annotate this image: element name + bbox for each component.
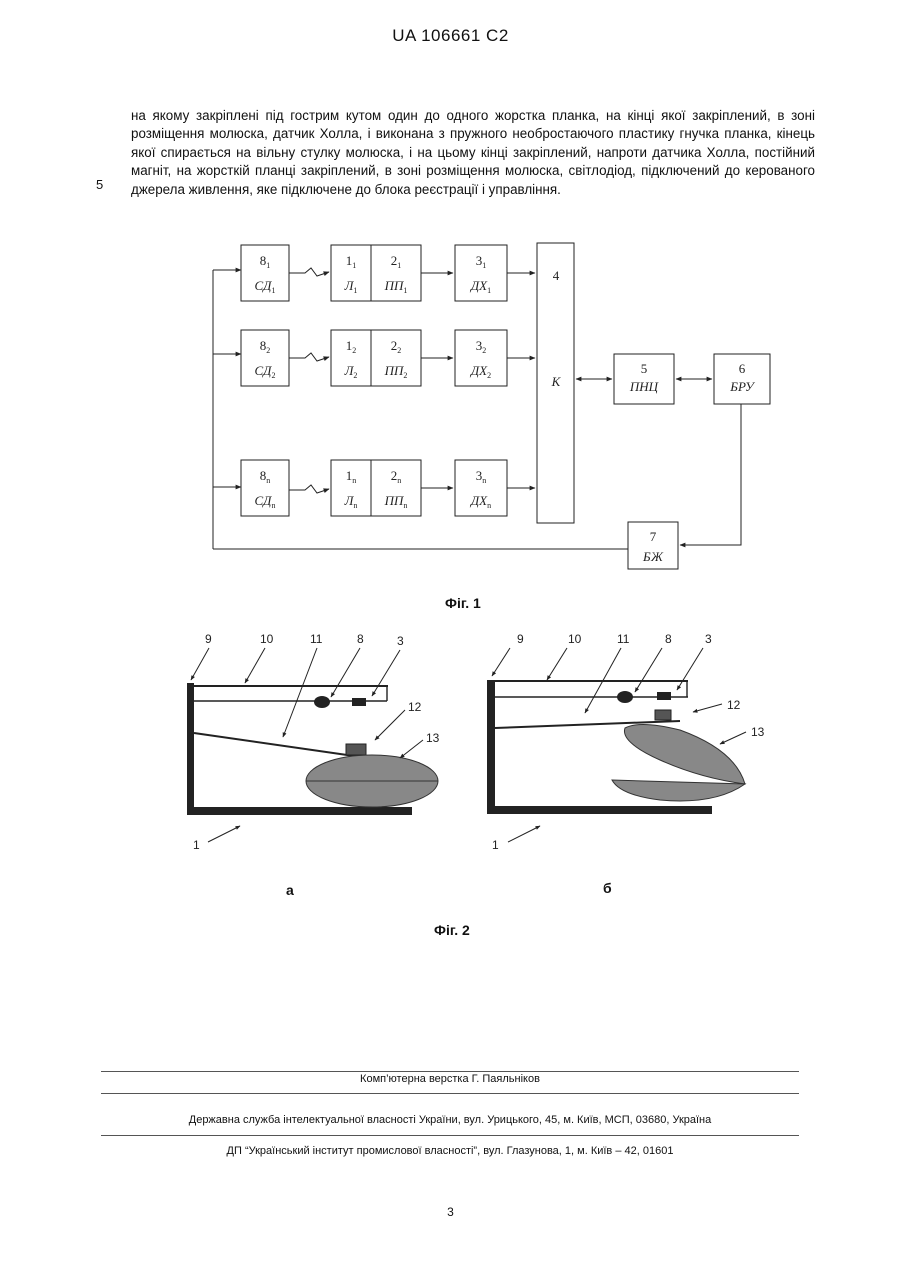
footer-agency: Державна служба інтелектуальної власност… xyxy=(101,1114,799,1126)
label-8-a: 8 xyxy=(357,632,364,646)
label-1-a: 1 xyxy=(193,838,200,852)
figure-2a-label: а xyxy=(286,882,294,898)
label-13-b: 13 xyxy=(751,725,765,739)
figure-2b-label: б xyxy=(603,880,612,896)
mollusk-shell-open-b xyxy=(624,724,745,784)
label-13-a: 13 xyxy=(426,731,440,745)
magnet-b xyxy=(655,710,671,720)
mollusk-shell-bottom-b xyxy=(612,780,745,801)
label-10-a: 10 xyxy=(260,632,274,646)
label-8-b: 8 xyxy=(665,632,672,646)
hall-sensor-b xyxy=(657,692,671,700)
figure-2-caption: Фіг. 2 xyxy=(434,922,470,938)
label-12-b: 12 xyxy=(727,698,741,712)
label-12-a: 12 xyxy=(408,700,422,714)
label-10-b: 10 xyxy=(568,632,582,646)
footer-rule-2 xyxy=(101,1093,799,1094)
footer-rule-3 xyxy=(101,1135,799,1136)
figure-2a: 9 10 11 8 3 12 13 1 xyxy=(187,632,440,852)
label-9-a: 9 xyxy=(205,632,212,646)
magnet-a xyxy=(346,744,366,755)
hall-sensor-a xyxy=(352,698,366,706)
led-a xyxy=(314,696,330,708)
page-number: 3 xyxy=(0,1205,901,1219)
footer-typesetting: Комп’ютерна верстка Г. Паяльніков xyxy=(101,1073,799,1085)
figure-2b: 9 10 11 8 3 12 13 1 xyxy=(487,632,765,852)
label-11-a: 11 xyxy=(310,632,323,646)
label-3-a: 3 xyxy=(397,634,404,648)
label-3-b: 3 xyxy=(705,632,712,646)
label-1-b: 1 xyxy=(492,838,499,852)
footer-institute: ДП “Український інститут промислової вла… xyxy=(101,1145,799,1157)
label-9-b: 9 xyxy=(517,632,524,646)
label-11-b: 11 xyxy=(617,632,630,646)
led-b xyxy=(617,691,633,703)
footer-rule-1 xyxy=(101,1071,799,1072)
